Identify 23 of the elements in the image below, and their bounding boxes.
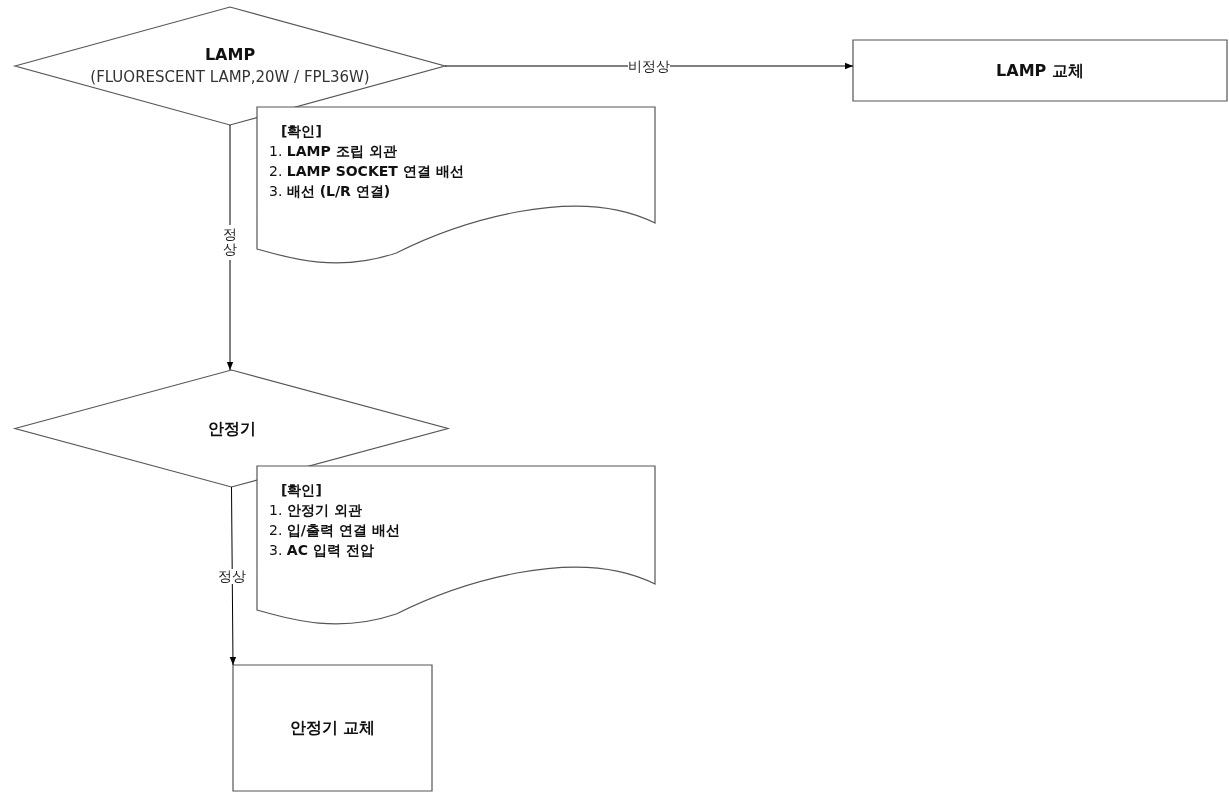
edge-label: 정상 xyxy=(223,225,237,260)
checklist-item: 2. LAMP SOCKET 연결 배선 xyxy=(269,162,464,181)
process-box xyxy=(853,40,1227,101)
edge-label: 정상 xyxy=(218,568,247,584)
arrow xyxy=(444,62,854,70)
checklist-item: 3. 배선 (L/R 연결) xyxy=(269,182,391,201)
section-heading: [확인] xyxy=(280,481,322,500)
checklist-item: 2. 입/출력 연결 배선 xyxy=(269,521,400,540)
checklist-item: 1. 안정기 외관 xyxy=(269,501,362,520)
section-heading: [확인] xyxy=(280,122,322,141)
decision-diamond xyxy=(15,7,445,125)
node-subtitle: (FLUORESCENT LAMP,20W / FPL36W) xyxy=(90,67,370,88)
edge-label: 비정상 xyxy=(628,58,670,74)
process-box xyxy=(233,665,432,791)
document-shape xyxy=(257,107,655,263)
node-title: 안정기 xyxy=(207,417,256,440)
node-title: LAMP 교체 xyxy=(996,59,1084,82)
checklist-item: 3. AC 입력 전압 xyxy=(269,541,374,560)
document-shape xyxy=(257,466,655,624)
checklist-item: 1. LAMP 조립 외관 xyxy=(269,142,397,161)
arrow xyxy=(229,486,237,666)
node-title: LAMP xyxy=(204,44,256,66)
node-title: 안정기 교체 xyxy=(289,717,376,739)
